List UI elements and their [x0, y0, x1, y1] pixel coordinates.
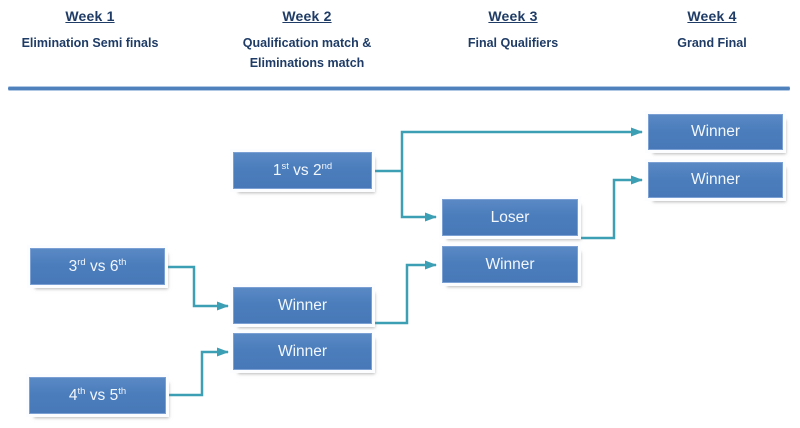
week-3-column-header: Week 3 Final Qualifiers: [423, 8, 603, 53]
connector-week3-to-week4-winner: [581, 175, 643, 240]
week2-winner-top-box: Winner: [233, 287, 372, 324]
match-1v2-label: 1st vs 2nd: [272, 160, 333, 179]
connector-1v2-to-loser: [400, 171, 437, 222]
week4-winner-top-box: Winner: [648, 114, 783, 150]
week-2-subtitle-line-2: Eliminations match: [249, 56, 365, 70]
week-2-column-header: Week 2 Qualification match & Elimination…: [217, 8, 397, 73]
week3-winner-label: Winner: [485, 255, 535, 273]
week-4-subtitle: Grand Final: [622, 33, 800, 53]
week-3-subtitle: Final Qualifiers: [423, 33, 603, 53]
connector-4v5-to-week2-winner: [169, 347, 229, 397]
week2-winner-top-label: Winner: [277, 296, 328, 314]
match-4v5-label: 4th vs 5th: [68, 385, 127, 404]
connector-3v6-to-week2-winner: [168, 265, 229, 311]
week4-winner-top-label: Winner: [690, 123, 741, 140]
week-2-subtitle: Qualification match & Eliminations match: [217, 33, 397, 73]
week-1-column-header: Week 1 Elimination Semi finals: [0, 8, 180, 53]
week-3-title: Week 3: [488, 8, 538, 24]
match-box-4th-vs-5th: 4th vs 5th: [29, 377, 166, 414]
connector-1v2-to-week4-winner: [400, 127, 643, 171]
week3-loser-box: Loser: [442, 199, 578, 236]
week-2-subtitle-line-1: Qualification match &: [242, 36, 372, 50]
connector-week2-winner-to-week3-winner: [375, 260, 437, 325]
week-1-title: Week 1: [65, 8, 115, 24]
match-box-3rd-vs-6th: 3rd vs 6th: [30, 248, 165, 285]
week-1-subtitle-line-1: Elimination Semi finals: [21, 36, 159, 50]
week-4-column-header: Week 4 Grand Final: [622, 8, 800, 53]
match-box-1st-vs-2nd: 1st vs 2nd: [233, 152, 372, 189]
week4-winner-bottom-box: Winner: [648, 162, 783, 198]
week2-winner-bottom-label: Winner: [277, 342, 328, 360]
week2-winner-bottom-box: Winner: [233, 333, 372, 370]
week-3-subtitle-line-1: Final Qualifiers: [467, 36, 559, 50]
week4-winner-bottom-label: Winner: [690, 171, 741, 188]
week-2-title: Week 2: [282, 8, 332, 24]
match-3v6-label: 3rd vs 6th: [68, 256, 127, 275]
week-1-subtitle: Elimination Semi finals: [0, 33, 180, 53]
week-4-title: Week 4: [687, 8, 737, 24]
week-4-subtitle-line-1: Grand Final: [677, 36, 747, 50]
week3-loser-label: Loser: [490, 208, 530, 226]
week3-winner-box: Winner: [442, 246, 578, 283]
header-divider-line: [8, 87, 790, 90]
